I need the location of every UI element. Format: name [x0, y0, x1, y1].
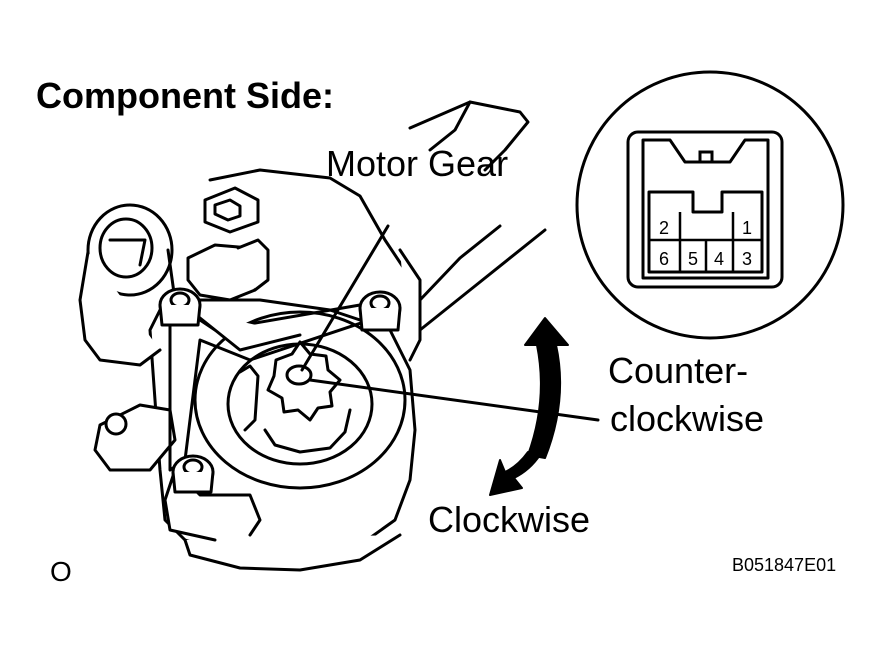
bolt-icon: [158, 287, 202, 327]
connector-inset: 2 1 6 5 4 3: [575, 70, 845, 340]
connector-pin-label: 4: [714, 249, 724, 269]
counterclockwise-label-line1: Counter-: [608, 350, 749, 391]
counterclockwise-arrow-icon: [524, 317, 569, 459]
connector-pin-label: 3: [742, 249, 752, 269]
bolt-icon: [358, 290, 402, 332]
connector-pin-label: 1: [742, 218, 752, 238]
counterclockwise-label-line2: clockwise: [610, 398, 765, 439]
bolt-icon: [171, 454, 215, 494]
connector-pin-label: 2: [659, 218, 669, 238]
motor-gear: [266, 340, 342, 422]
motor-gear-leader: [300, 224, 390, 372]
connector-pin-label: 6: [659, 249, 669, 269]
clockwise-label: Clockwise: [428, 499, 591, 540]
connector-pin-label: 5: [688, 249, 698, 269]
motor-gear-label: Motor Gear: [326, 143, 509, 184]
figure-id: B051847E01: [732, 555, 837, 575]
clockwise-arrow-icon: [489, 451, 541, 496]
corner-code: O: [50, 556, 72, 587]
diagram-title: Component Side:: [36, 75, 334, 116]
